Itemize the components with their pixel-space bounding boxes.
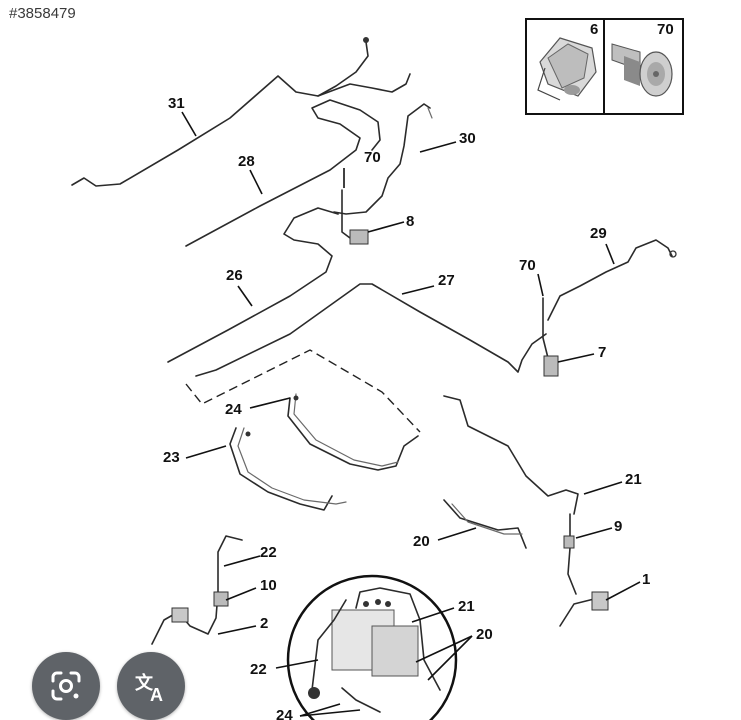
ref-20-upper: 20 [413,533,430,550]
ref-30: 30 [459,130,476,147]
ref-2: 2 [260,615,268,632]
translate-icon: 文 A [135,672,163,705]
translate-button[interactable]: 文 A [117,652,185,720]
abs-unit-detail [286,574,458,720]
svg-text:文: 文 [135,672,154,694]
ref-21-upper: 21 [625,471,642,488]
reference-labels: 31 28 70 30 8 26 27 70 29 7 24 23 21 9 2… [163,95,650,720]
ref-7: 7 [598,344,606,361]
svg-text:A: A [150,685,163,705]
ref-31: 31 [168,95,185,112]
inset-ref-right: 70 [657,21,674,38]
ref-24-lower: 24 [276,707,293,720]
ref-8: 8 [406,213,414,230]
ref-26: 26 [226,267,243,284]
ref-70-upper: 70 [364,149,381,166]
image-id-caption: #3858479 [9,5,76,22]
ref-70-lower: 70 [519,257,536,274]
parts-inset: 6 70 [525,18,684,115]
leader-lines [181,111,641,717]
ref-21-lower: 21 [458,598,475,615]
ref-22-lower: 22 [250,661,267,678]
ref-28: 28 [238,153,255,170]
ref-9: 9 [614,518,622,535]
bolt-part-icon [611,43,673,97]
ref-29: 29 [590,225,607,242]
ref-10: 10 [260,577,277,594]
ref-27: 27 [438,272,455,289]
ref-24-upper: 24 [225,401,242,418]
ref-23: 23 [163,449,180,466]
brake-pipes [71,37,677,645]
ref-20-lower: 20 [476,626,493,643]
google-lens-icon [51,671,81,701]
ref-22-upper: 22 [260,544,277,561]
inset-ref-left: 6 [590,21,598,38]
google-lens-button[interactable] [32,652,100,720]
brake-clip-part-icon [537,37,597,101]
ref-1: 1 [642,571,650,588]
